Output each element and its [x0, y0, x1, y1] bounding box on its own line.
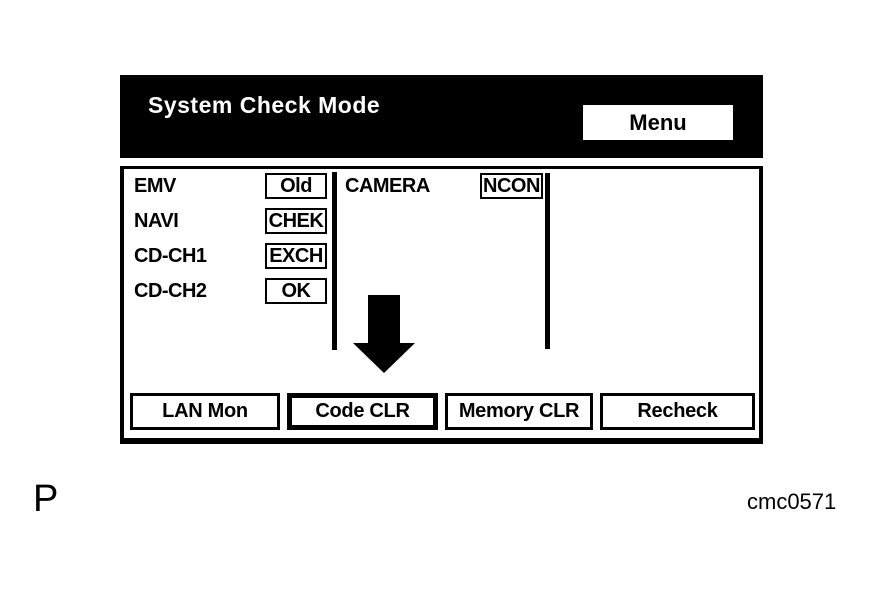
system-label-emv: EMV	[134, 175, 176, 197]
column-divider-left	[332, 172, 337, 350]
system-label-camera: CAMERA	[345, 175, 430, 197]
page-letter: P	[33, 478, 59, 520]
system-label-navi: NAVI	[134, 210, 179, 232]
system-check-screen: System Check Mode Menu EMV Old NAVI CHEK…	[120, 75, 763, 444]
lan-mon-button[interactable]: LAN Mon	[130, 393, 280, 430]
status-box-camera[interactable]: NCON	[480, 173, 543, 199]
system-label-cd-ch1: CD-CH1	[134, 245, 207, 267]
status-box-cd-ch1[interactable]: EXCH	[265, 243, 327, 269]
status-box-cd-ch2[interactable]: OK	[265, 278, 327, 304]
screen-header: System Check Mode Menu	[120, 75, 763, 158]
figure-code: cmc0571	[747, 489, 837, 514]
down-arrow-icon	[353, 295, 415, 373]
code-clr-button[interactable]: Code CLR	[287, 393, 438, 430]
recheck-button[interactable]: Recheck	[600, 393, 755, 430]
page-title: System Check Mode	[148, 92, 381, 118]
status-box-navi[interactable]: CHEK	[265, 208, 327, 234]
memory-clr-button[interactable]: Memory CLR	[445, 393, 593, 430]
menu-button[interactable]: Menu	[583, 105, 733, 140]
column-divider-right	[545, 173, 550, 349]
status-area: EMV Old NAVI CHEK CD-CH1 EXCH CD-CH2 OK …	[120, 166, 763, 444]
system-label-cd-ch2: CD-CH2	[134, 280, 207, 302]
status-box-emv[interactable]: Old	[265, 173, 327, 199]
